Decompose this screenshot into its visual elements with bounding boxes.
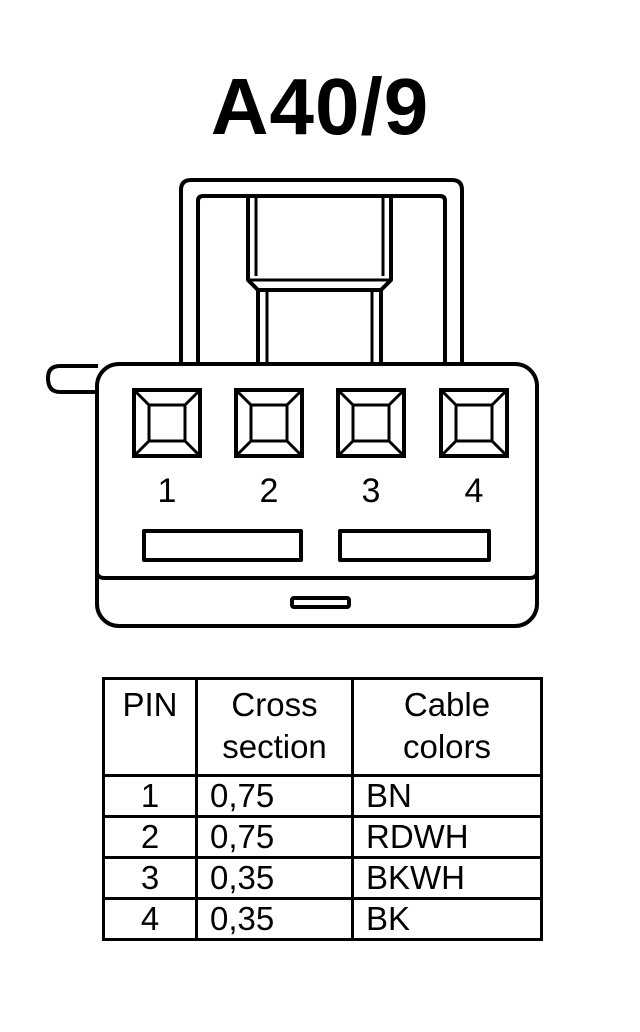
pin-contact-4 (454, 403, 494, 443)
key-slot-left (142, 529, 303, 562)
pin-cavity-bevel-3 (336, 388, 406, 458)
cell-cable-color: BK (351, 897, 543, 941)
connector-title: A40/9 (210, 62, 430, 151)
pin-number-label: 1 (158, 472, 177, 510)
pin-cavity-4 (439, 388, 509, 458)
connector-body (95, 362, 539, 628)
cell-cross-section: 0,75 (195, 774, 354, 818)
body-lower-ledge (95, 571, 539, 580)
pin-contact-3 (351, 403, 391, 443)
table-row: 2 0,75 RDWH (102, 815, 543, 859)
latch-tongue-inner (248, 196, 391, 282)
cell-cross-section: 0,35 (195, 856, 354, 900)
table-row: 4 0,35 BK (102, 897, 543, 941)
key-slot-right (338, 529, 491, 562)
latch-tongue (246, 196, 393, 365)
pin-contact-1 (147, 403, 187, 443)
cell-pin: 3 (102, 856, 198, 900)
pin-number-label: 3 (362, 472, 381, 510)
pin-number-label: 2 (260, 472, 279, 510)
pin-number-label: 4 (465, 472, 484, 510)
cell-pin: 2 (102, 815, 198, 859)
cell-cable-color: BKWH (351, 856, 543, 900)
pin-cavity-2 (234, 388, 304, 458)
bottom-slot (290, 596, 351, 609)
cell-cable-color: RDWH (351, 815, 543, 859)
pin-cavity-bevel-4 (439, 388, 509, 458)
pin-cavity-bevel-1 (132, 388, 202, 458)
table-row: 1 0,75 BN (102, 774, 543, 818)
cell-pin: 4 (102, 897, 198, 941)
pin-cavity-bevel-2 (234, 388, 304, 458)
cell-cross-section: 0,35 (195, 897, 354, 941)
pin-cavity-3 (336, 388, 406, 458)
pin-contact-2 (249, 403, 289, 443)
latch-inner (196, 194, 447, 365)
latch-outer (179, 178, 464, 365)
cell-cable-color: BN (351, 774, 543, 818)
side-tab (46, 364, 98, 394)
table-row: 3 0,35 BKWH (102, 856, 543, 900)
cell-pin: 1 (102, 774, 198, 818)
pin-cavity-1 (132, 388, 202, 458)
header-pin: PIN (102, 677, 198, 777)
cell-cross-section: 0,75 (195, 815, 354, 859)
